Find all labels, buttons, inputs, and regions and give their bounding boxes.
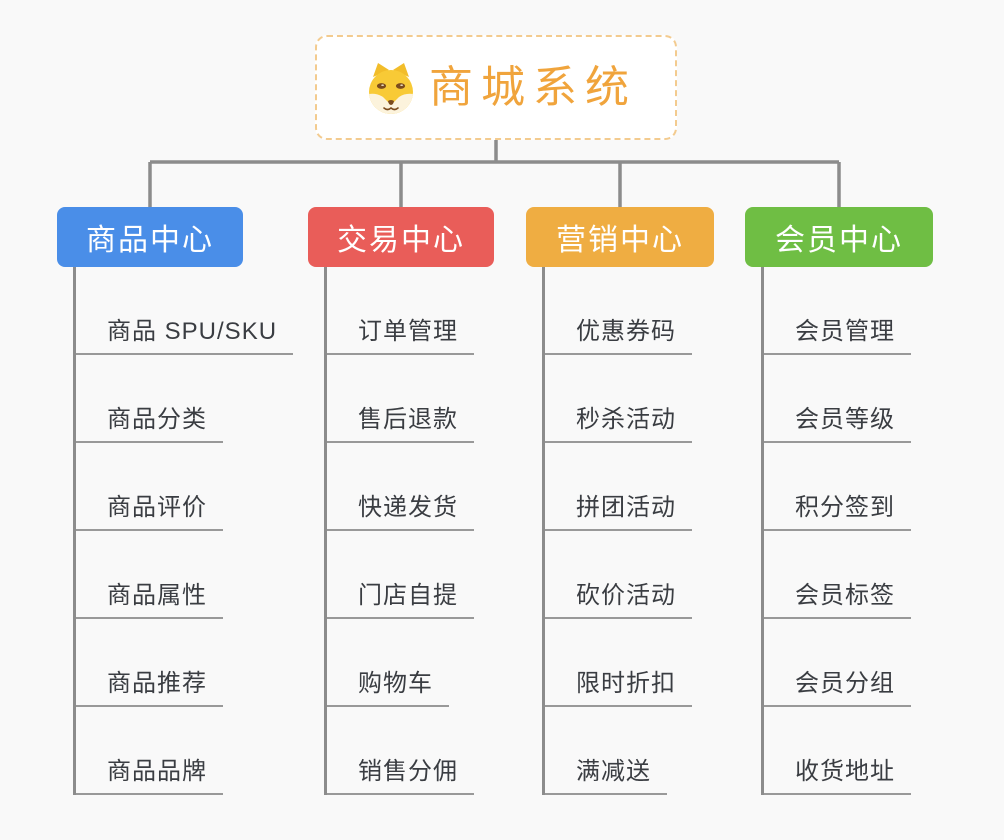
branch-leaves: 商品 SPU/SKU 商品分类商品评价商品属性商品推荐商品品牌: [73, 267, 294, 795]
leaf-label: 优惠券码: [542, 317, 692, 355]
branch-label: 交易中心: [337, 224, 465, 257]
leaf-label: 秒杀活动: [542, 405, 692, 443]
root-node[interactable]: 商城系统: [315, 35, 677, 140]
leaf-label: 收货地址: [761, 757, 911, 795]
branch-column-marketing: 营销中心优惠券码秒杀活动拼团活动砍价活动限时折扣满减送: [526, 207, 714, 795]
branch-column-members: 会员中心会员管理会员等级积分签到会员标签会员分组收货地址: [745, 207, 933, 795]
leaf-item[interactable]: 满减送: [542, 707, 714, 795]
leaf-label: 拼团活动: [542, 493, 692, 531]
leaf-item[interactable]: 购物车: [324, 619, 494, 707]
leaf-item[interactable]: 会员标签: [761, 531, 933, 619]
leaf-item[interactable]: 订单管理: [324, 267, 494, 355]
leaf-label: 商品分类: [73, 405, 223, 443]
leaf-label: 商品 SPU/SKU: [73, 317, 294, 355]
branch-column-products: 商品中心商品 SPU/SKU 商品分类商品评价商品属性商品推荐商品品牌: [57, 207, 294, 795]
branch-label: 会员中心: [775, 224, 903, 257]
leaf-label: 积分签到: [761, 493, 911, 531]
leaf-label: 会员标签: [761, 581, 911, 619]
leaf-item[interactable]: 限时折扣: [542, 619, 714, 707]
leaf-label: 快递发货: [324, 493, 474, 531]
leaf-item[interactable]: 销售分佣: [324, 707, 494, 795]
leaf-label: 商品属性: [73, 581, 223, 619]
leaf-label: 商品品牌: [73, 757, 223, 795]
branch-column-trade: 交易中心订单管理售后退款快递发货门店自提购物车销售分佣: [308, 207, 494, 795]
leaf-label: 限时折扣: [542, 669, 692, 707]
leaf-label: 会员分组: [761, 669, 911, 707]
leaf-item[interactable]: 收货地址: [761, 707, 933, 795]
branch-leaves: 会员管理会员等级积分签到会员标签会员分组收货地址: [761, 267, 933, 795]
branch-label: 营销中心: [556, 224, 684, 257]
leaf-item[interactable]: 商品分类: [73, 355, 243, 443]
branch-leaves: 订单管理售后退款快递发货门店自提购物车销售分佣: [324, 267, 494, 795]
leaf-label: 订单管理: [324, 317, 474, 355]
leaf-label: 门店自提: [324, 581, 474, 619]
leaf-item[interactable]: 会员等级: [761, 355, 933, 443]
leaf-item[interactable]: 商品 SPU/SKU: [73, 267, 294, 355]
leaf-label: 砍价活动: [542, 581, 692, 619]
branch-node-members[interactable]: 会员中心: [745, 207, 933, 267]
leaf-label: 满减送: [542, 757, 667, 795]
shiba-dog-icon: [369, 62, 413, 114]
leaf-item[interactable]: 门店自提: [324, 531, 494, 619]
leaf-item[interactable]: 商品品牌: [73, 707, 243, 795]
branch-node-marketing[interactable]: 营销中心: [526, 207, 714, 267]
leaf-item[interactable]: 售后退款: [324, 355, 494, 443]
leaf-label: 销售分佣: [324, 757, 474, 795]
leaf-label: 售后退款: [324, 405, 474, 443]
leaf-item[interactable]: 秒杀活动: [542, 355, 714, 443]
branch-leaves: 优惠券码秒杀活动拼团活动砍价活动限时折扣满减送: [542, 267, 714, 795]
root-title: 商城系统: [429, 62, 637, 112]
leaf-item[interactable]: 优惠券码: [542, 267, 714, 355]
leaf-label: 商品推荐: [73, 669, 223, 707]
leaf-label: 会员等级: [761, 405, 911, 443]
branch-node-trade[interactable]: 交易中心: [308, 207, 494, 267]
branch-label: 商品中心: [86, 224, 214, 257]
leaf-item[interactable]: 会员管理: [761, 267, 933, 355]
leaf-item[interactable]: 积分签到: [761, 443, 933, 531]
leaf-item[interactable]: 商品推荐: [73, 619, 243, 707]
leaf-label: 商品评价: [73, 493, 223, 531]
leaf-label: 购物车: [324, 669, 449, 707]
leaf-item[interactable]: 砍价活动: [542, 531, 714, 619]
leaf-item[interactable]: 商品评价: [73, 443, 243, 531]
leaf-label: 会员管理: [761, 317, 911, 355]
leaf-item[interactable]: 会员分组: [761, 619, 933, 707]
leaf-item[interactable]: 拼团活动: [542, 443, 714, 531]
leaf-item[interactable]: 商品属性: [73, 531, 243, 619]
branch-node-products[interactable]: 商品中心: [57, 207, 243, 267]
leaf-item[interactable]: 快递发货: [324, 443, 494, 531]
